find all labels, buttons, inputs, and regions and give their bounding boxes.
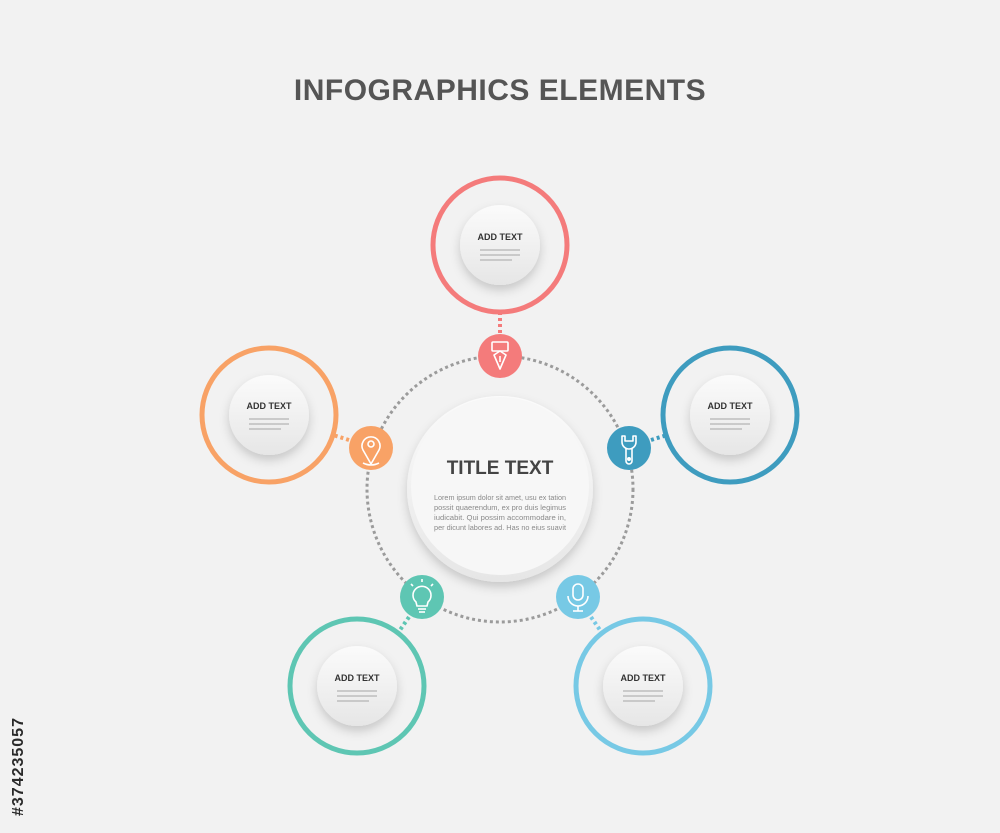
page-title: INFOGRAPHICS ELEMENTS <box>293 74 707 107</box>
node-label: ADD TEXT <box>708 401 754 411</box>
center-block: TITLE TEXT Lorem ipsum dolor sit amet, u… <box>407 396 593 582</box>
node-text-placeholder <box>710 418 750 430</box>
node-left: ADD TEXT <box>199 345 339 485</box>
node-text-placeholder <box>249 418 289 430</box>
center-disc-face <box>411 397 589 575</box>
node-ring <box>660 345 800 485</box>
node-disc <box>603 646 683 726</box>
connector-left <box>332 433 350 442</box>
node-right: ADD TEXT <box>660 345 800 485</box>
connector-bottom-right <box>589 615 602 632</box>
node-text-placeholder <box>480 249 520 261</box>
node-text-placeholder <box>623 690 663 702</box>
microphone-icon <box>567 583 589 612</box>
icon-badge-top <box>478 334 522 378</box>
icon-badge-bottom-right <box>556 575 600 619</box>
lightbulb-icon <box>410 579 434 613</box>
node-text-placeholder <box>337 690 377 702</box>
node-label: ADD TEXT <box>335 673 381 683</box>
node-ring <box>287 616 427 756</box>
node-ring <box>199 345 339 485</box>
wrench-icon <box>621 435 637 465</box>
center-title: TITLE TEXT <box>447 458 554 479</box>
center-body-line-2: possit quaerendum, ex pro duis legimus <box>434 505 567 512</box>
node-disc <box>229 375 309 455</box>
node-ring <box>573 616 713 756</box>
node-top: ADD TEXT <box>430 175 570 315</box>
node-disc <box>460 205 540 285</box>
center-body-line-1: Lorem ipsum dolor sit amet, usu ex tatio… <box>434 495 566 502</box>
pen-nib-icon <box>491 341 509 370</box>
location-pin-icon <box>361 436 381 466</box>
node-bottom-right: ADD TEXT <box>573 616 713 756</box>
stock-id-watermark: #374235057 <box>10 717 27 816</box>
node-ring <box>430 175 570 315</box>
connector-bottom-left <box>398 615 411 632</box>
node-label: ADD TEXT <box>621 673 667 683</box>
node-disc <box>317 646 397 726</box>
node-label: ADD TEXT <box>247 401 293 411</box>
center-body-line-3: iudicabit. Qui possim accommodare in, <box>434 515 566 522</box>
node-disc <box>690 375 770 455</box>
icon-badge-right <box>607 426 651 470</box>
icon-badge-left <box>349 426 393 470</box>
node-label: ADD TEXT <box>478 232 524 242</box>
icon-badge-bottom-left <box>400 575 444 619</box>
node-bottom-left: ADD TEXT <box>287 616 427 756</box>
center-body-line-4: per dicunt labores ad. Has no eius suavi… <box>434 525 566 532</box>
